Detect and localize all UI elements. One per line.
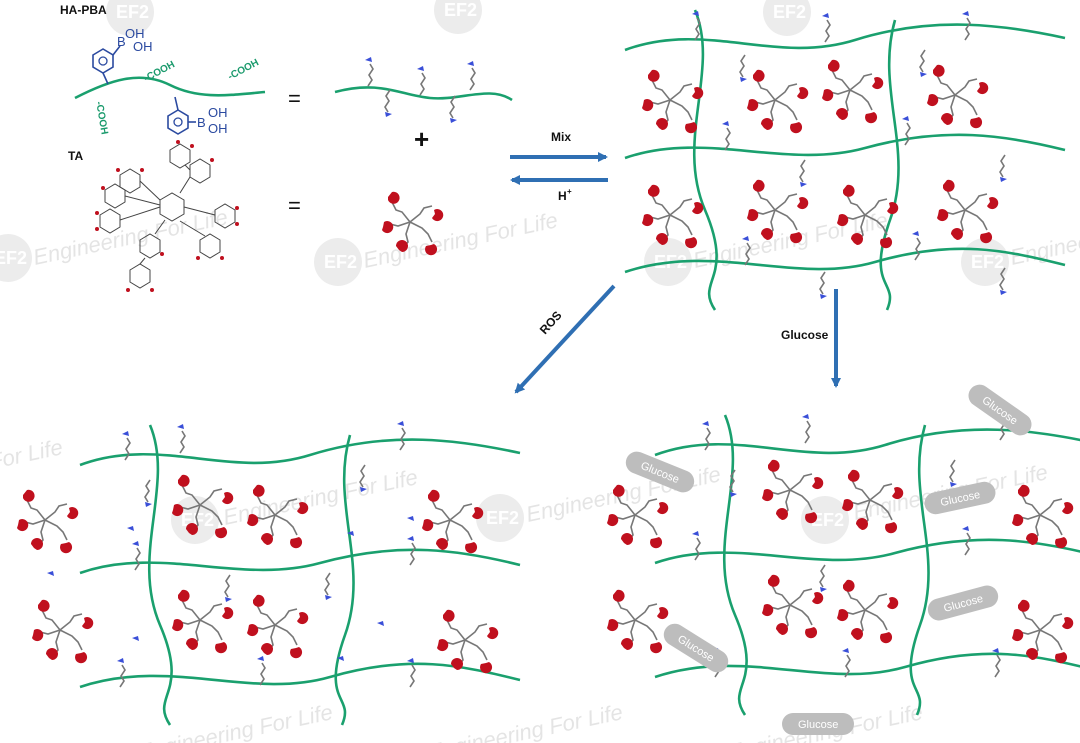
glucose-pill: Glucose <box>924 481 996 515</box>
glucose-pill: Glucose <box>927 585 999 621</box>
carboxyl-label: -COOH <box>226 57 261 82</box>
watermark-logo-text: EF2 <box>116 2 149 22</box>
hydroxyl-label: OH <box>133 39 153 54</box>
watermark-text: Engineering For Life <box>426 699 625 743</box>
boron-label: B <box>117 34 126 49</box>
ros-label: ROS <box>537 308 565 337</box>
equals-sign: = <box>288 193 301 218</box>
hydroxyl-label: OH <box>125 26 145 41</box>
glucose-pill: Glucose <box>625 451 695 493</box>
glucose-arrow-label: Glucose <box>781 328 829 342</box>
watermark-logo-text: EF2 <box>0 248 27 268</box>
glucose-bound-panel <box>606 410 1080 717</box>
ros-degraded-panel <box>16 420 522 727</box>
acid-label: H <box>558 189 567 203</box>
phenyl-ring-icon <box>92 45 121 85</box>
equals-sign: = <box>288 86 301 111</box>
watermark-text: Engineering For Life <box>31 204 230 270</box>
watermark-logo-text: EF2 <box>324 252 357 272</box>
ha-backbone <box>74 76 266 100</box>
plus-sign: + <box>414 124 429 154</box>
ta-structure: TA <box>68 140 239 292</box>
hydroxyl-label: OH <box>208 105 228 120</box>
mix-label: Mix <box>551 130 571 144</box>
watermark-logo-text: EF2 <box>444 0 477 20</box>
ros-arrow <box>514 284 616 394</box>
boron-label: B <box>197 115 206 130</box>
watermark-logo-text: EF2 <box>773 2 806 22</box>
watermark-text: Engineering For Life <box>0 434 65 500</box>
watermark-text: Engineering For Life <box>361 207 560 273</box>
watermark-text: Engineering For Life <box>136 699 335 743</box>
watermark-logo-text: EF2 <box>971 252 1004 272</box>
ha-pba-label: HA-PBA <box>60 3 107 17</box>
glucose-pill-label: Glucose <box>798 719 838 731</box>
ros-arrow-group: ROS <box>514 284 616 394</box>
glucose-molecules: Glucose Glucose Glucose Glucose Glucose … <box>625 384 1032 735</box>
watermark-logo-text: EF2 <box>811 510 844 530</box>
carboxyl-label: -COOH <box>93 101 110 136</box>
ta-label: TA <box>68 149 83 163</box>
ha-pba-cartoon <box>334 56 513 124</box>
glucose-arrow-group: Glucose <box>781 289 841 388</box>
watermark-logo-text: EF2 <box>486 508 519 528</box>
ha-pba-structure: HA-PBA B OH OH B OH OH -COOH -COOH -COOH <box>60 3 266 136</box>
phenyl-ring-icon <box>167 96 196 135</box>
mix-arrow-group: Mix H + <box>510 130 608 203</box>
acid-label-superscript: + <box>567 187 572 196</box>
glucose-pill: Glucose <box>782 713 854 735</box>
hydroxyl-label: OH <box>208 121 228 136</box>
